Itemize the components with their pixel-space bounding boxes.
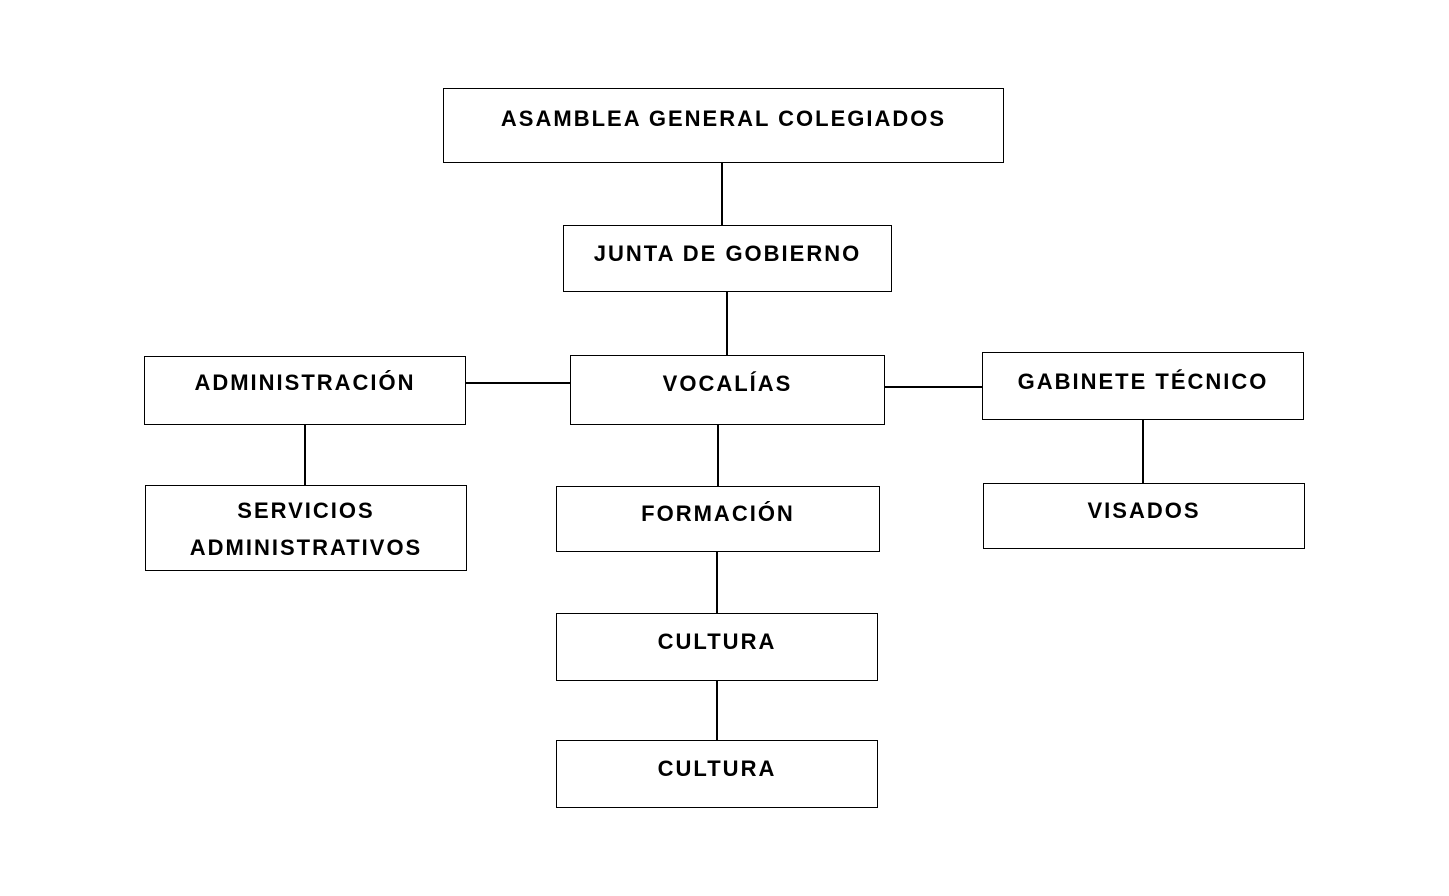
org-node-cultura-level-1: CULTURA xyxy=(556,613,878,681)
org-node-vocalias: VOCALÍAS xyxy=(570,355,885,425)
connector-asamblea-to-junta xyxy=(721,163,723,225)
org-node-asamblea-general-colegiados: ASAMBLEA GENERAL COLEGIADOS xyxy=(443,88,1004,163)
connector-administracion-to-servicios xyxy=(304,425,306,485)
connector-vocalias-to-formacion xyxy=(717,425,719,486)
org-node-visados: VISADOS xyxy=(983,483,1305,549)
connector-formacion-to-cultura xyxy=(716,552,718,613)
org-node-formacion: FORMACIÓN xyxy=(556,486,880,552)
connector-administracion-to-vocalias xyxy=(466,382,570,384)
org-node-gabinete-tecnico: GABINETE TÉCNICO xyxy=(982,352,1304,420)
org-node-servicios-administrativos: SERVICIOS ADMINISTRATIVOS xyxy=(145,485,467,571)
org-node-junta-de-gobierno: JUNTA DE GOBIERNO xyxy=(563,225,892,292)
connector-junta-to-vocalias xyxy=(726,292,728,355)
org-node-cultura-level-2: CULTURA xyxy=(556,740,878,808)
org-node-administracion: ADMINISTRACIÓN xyxy=(144,356,466,425)
connector-gabinete-to-visados xyxy=(1142,420,1144,483)
connector-cultura-to-cultura xyxy=(716,681,718,740)
connector-vocalias-to-gabinete xyxy=(885,386,982,388)
